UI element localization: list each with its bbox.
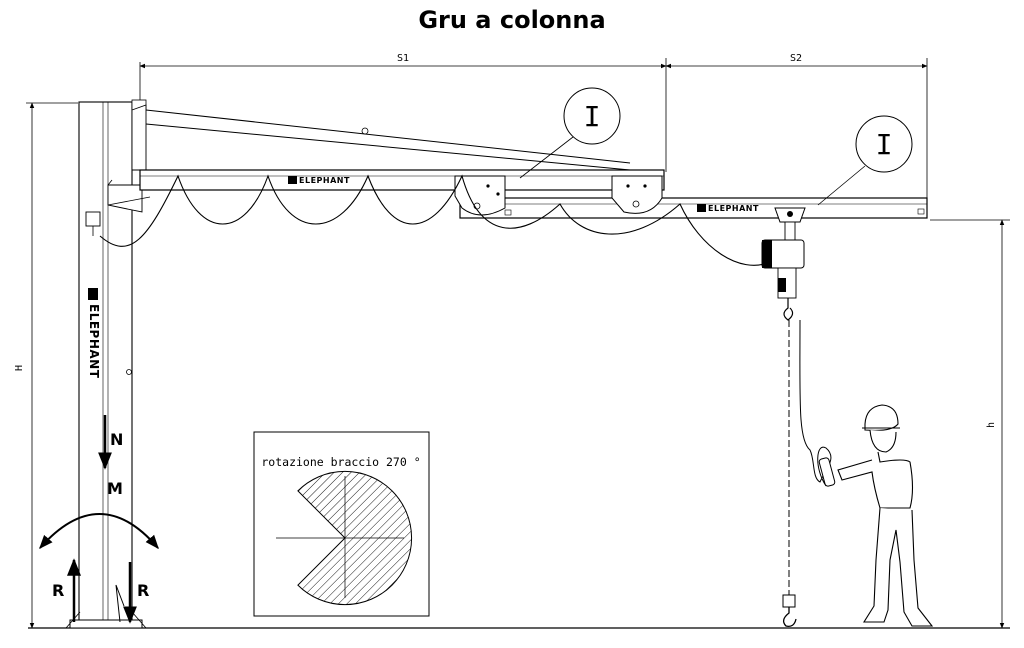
height-dimension-h: h [930,219,1010,629]
reaction-right-label: R [137,581,149,600]
festoon-cable [99,174,771,266]
column [65,99,147,629]
dim-h-label: h [986,422,997,428]
diagram-title: Gru a colonna [418,6,606,34]
outer-boom-brand: ELEPHANT [708,204,759,213]
rotation-label: rotazione braccio 270 ° [261,455,420,469]
outer-boom: ELEPHANT [459,197,928,219]
inner-boom-brand: ELEPHANT [299,176,350,185]
profile-callout-outer: I [817,115,913,206]
dim-s1-label: S1 [397,53,409,64]
column-brand-text: ELEPHANT [87,304,101,379]
control-box [85,211,101,227]
trolley-right [611,175,663,214]
electric-hoist [761,207,806,321]
height-dimension-H: H [14,102,78,629]
pendant-cable [799,319,832,487]
profile-callout-inner: I [519,87,621,179]
tie-rod [131,104,631,171]
hook [782,594,797,627]
operator-figure [837,404,934,627]
pendant-control [818,457,836,487]
dim-s2-label: S2 [790,53,802,64]
rotation-inset: rotazione braccio 270 ° [253,431,430,617]
support-bracket [107,184,151,213]
reaction-left-label: R [52,581,64,600]
column-forces: N M R R [39,415,159,624]
column-brand: ELEPHANT [87,288,101,379]
moment-m-label: M [107,479,123,498]
inner-boom: ELEPHANT [139,169,665,191]
profile-symbol-inner: I [584,100,601,133]
profile-symbol-outer: I [876,128,893,161]
force-n-label: N [110,430,123,449]
dim-H-label: H [14,365,25,371]
